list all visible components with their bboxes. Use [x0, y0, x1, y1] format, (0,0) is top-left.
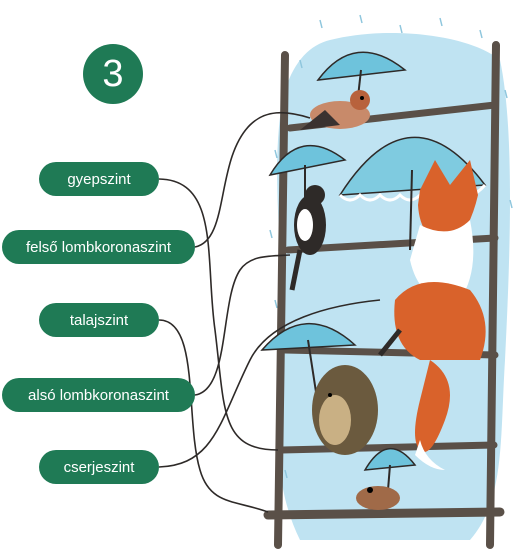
label-text: talajszint [69, 311, 129, 329]
fox-icon [378, 160, 486, 470]
connector-talajszint [158, 319, 269, 513]
connector-felso [194, 111, 311, 248]
label-felso-lombkoronaszint[interactable]: felső lombkoronaszint [2, 230, 195, 264]
magpie-icon [289, 185, 326, 291]
umbrella-icon [363, 447, 417, 491]
label-text: felső lombkoronaszint [25, 238, 172, 256]
label-talajszint[interactable]: talajszint [39, 303, 159, 337]
ladder-rung [263, 507, 505, 520]
hedgehog-icon [312, 365, 378, 455]
connector-cserje [158, 299, 381, 468]
frog-icon [356, 486, 400, 510]
exercise-number: 3 [102, 52, 124, 95]
ladder-rung [278, 441, 498, 454]
label-text: alsó lombkoronaszint [28, 386, 169, 404]
label-text: gyepszint [67, 170, 131, 188]
label-also-lombkoronaszint[interactable]: alsó lombkoronaszint [2, 378, 195, 412]
umbrella-icon [260, 322, 357, 406]
umbrella-icon [268, 144, 347, 200]
connector-lines [158, 111, 381, 513]
ladder-rail-left [274, 51, 289, 549]
connector-gyepszint [158, 178, 279, 451]
bird-icon [300, 90, 370, 130]
rain-drops [269, 14, 513, 479]
label-gyepszint[interactable]: gyepszint [39, 162, 159, 196]
connector-also [194, 254, 291, 396]
label-cserjeszint[interactable]: cserjeszint [39, 450, 159, 484]
label-text: cserjeszint [63, 458, 135, 476]
exercise-number-badge: 3 [83, 44, 143, 104]
ladder-rail-right [486, 41, 500, 549]
